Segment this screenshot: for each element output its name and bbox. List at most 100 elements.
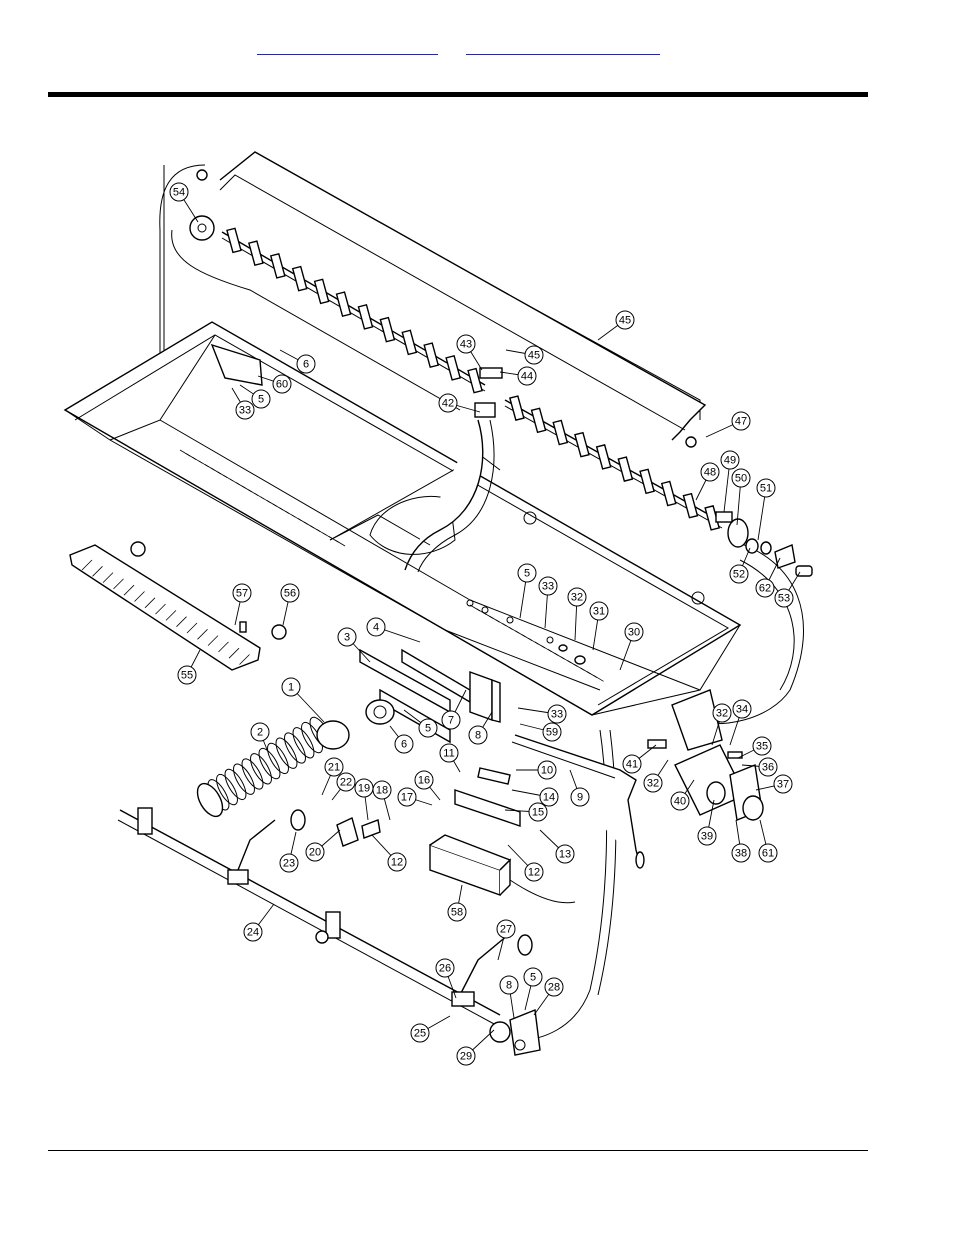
callout-c27: 27 bbox=[496, 919, 516, 939]
callout-label: 38 bbox=[735, 848, 747, 860]
callout-label: 50 bbox=[735, 473, 747, 485]
callout-label: 29 bbox=[460, 1051, 472, 1063]
callout-c56: 56 bbox=[280, 583, 300, 603]
callout-c24: 24 bbox=[243, 922, 263, 942]
callout-c43: 43 bbox=[456, 334, 476, 354]
callout-c1: 1 bbox=[281, 677, 301, 697]
auger-lower bbox=[504, 395, 723, 531]
callout-label: 57 bbox=[236, 588, 248, 600]
callout-label: 13 bbox=[559, 849, 571, 861]
callout-label: 5 bbox=[524, 568, 530, 580]
callout-c57: 57 bbox=[232, 583, 252, 603]
callout-label: 51 bbox=[760, 483, 772, 495]
callout-label: 33 bbox=[239, 405, 251, 417]
callout-c59: 59 bbox=[542, 722, 562, 742]
callout-label: 42 bbox=[442, 398, 454, 410]
callout-c10: 10 bbox=[537, 760, 557, 780]
side-bracket bbox=[210, 343, 263, 386]
callout-c20: 20 bbox=[305, 842, 325, 862]
callout-c32a: 32 bbox=[567, 587, 587, 607]
callout-label: 31 bbox=[593, 606, 605, 618]
callout-c4: 4 bbox=[366, 617, 386, 637]
callout-c30: 30 bbox=[624, 622, 644, 642]
callout-label: 3 bbox=[344, 632, 350, 644]
callout-label: 30 bbox=[628, 627, 640, 639]
callout-c15: 15 bbox=[528, 802, 548, 822]
callout-c33b: 33 bbox=[538, 576, 558, 596]
callout-c32c: 32 bbox=[712, 703, 732, 723]
callout-label: 27 bbox=[500, 924, 512, 936]
callout-label: 40 bbox=[674, 796, 686, 808]
callout-c22: 22 bbox=[336, 772, 356, 792]
callout-c21: 21 bbox=[324, 757, 344, 777]
callout-c6a: 6 bbox=[296, 354, 316, 374]
callout-label: 5 bbox=[425, 723, 431, 735]
callout-c48: 48 bbox=[700, 462, 720, 482]
callout-c52: 52 bbox=[729, 564, 749, 584]
callout-label: 17 bbox=[401, 792, 413, 804]
callout-c16: 16 bbox=[414, 770, 434, 790]
callout-c5c: 5 bbox=[418, 718, 438, 738]
callout-c8b: 8 bbox=[499, 975, 519, 995]
callout-label: 2 bbox=[257, 727, 263, 739]
callout-label: 24 bbox=[247, 927, 259, 939]
sprocket-54 bbox=[189, 215, 215, 241]
callout-label: 60 bbox=[276, 379, 288, 391]
callout-label: 36 bbox=[762, 762, 774, 774]
callout-c55: 55 bbox=[177, 665, 197, 685]
callout-c44: 44 bbox=[517, 366, 537, 386]
callout-c50: 50 bbox=[731, 468, 751, 488]
callout-label: 8 bbox=[475, 730, 481, 742]
shaft-24 bbox=[119, 809, 501, 1016]
callout-label: 33 bbox=[542, 581, 554, 593]
bracket-20 bbox=[336, 817, 359, 847]
callout-label: 55 bbox=[181, 670, 193, 682]
cap-53 bbox=[795, 565, 813, 577]
arm-15 bbox=[454, 789, 521, 827]
callout-c7: 7 bbox=[441, 710, 461, 730]
callout-c60: 60 bbox=[272, 374, 292, 394]
callout-label: 18 bbox=[376, 785, 388, 797]
rod-end-cap bbox=[196, 169, 208, 181]
callout-c29: 29 bbox=[456, 1046, 476, 1066]
callout-label: 10 bbox=[541, 765, 553, 777]
callout-label: 12 bbox=[528, 867, 540, 879]
header-link-1[interactable] bbox=[257, 40, 438, 55]
flange-50 bbox=[727, 518, 749, 548]
callout-label: 9 bbox=[577, 792, 583, 804]
callout-label: 16 bbox=[418, 775, 430, 787]
callout-label: 47 bbox=[735, 416, 747, 428]
callout-c62: 62 bbox=[755, 578, 775, 598]
gear-arm-23 bbox=[237, 819, 276, 871]
callout-label: 32 bbox=[647, 778, 659, 790]
collar-61 bbox=[742, 795, 764, 821]
clamp-1 bbox=[316, 720, 350, 750]
callout-c6b: 6 bbox=[394, 734, 414, 754]
callout-c26: 26 bbox=[435, 958, 455, 978]
callout-c23: 23 bbox=[279, 853, 299, 873]
gear-arm-27 bbox=[459, 934, 509, 996]
callout-c61: 61 bbox=[758, 843, 778, 863]
callout-c35: 35 bbox=[752, 736, 772, 756]
callout-label: 20 bbox=[309, 847, 321, 859]
callout-label: 58 bbox=[451, 907, 463, 919]
lever-14 bbox=[477, 767, 511, 785]
callout-label: 49 bbox=[724, 455, 736, 467]
callout-c2: 2 bbox=[250, 722, 270, 742]
bearing-29 bbox=[489, 1021, 511, 1043]
callout-label: 8 bbox=[506, 980, 512, 992]
callout-c32b: 32 bbox=[643, 773, 663, 793]
cover-rod bbox=[219, 151, 707, 441]
callout-label: 35 bbox=[756, 741, 768, 753]
callout-c9: 9 bbox=[570, 787, 590, 807]
callout-label: 54 bbox=[173, 187, 185, 199]
header-link-2[interactable] bbox=[466, 40, 660, 55]
callout-c33a: 33 bbox=[235, 400, 255, 420]
bearing-39 bbox=[706, 781, 726, 805]
callout-label: 39 bbox=[701, 831, 713, 843]
callout-label: 23 bbox=[283, 858, 295, 870]
callout-label: 7 bbox=[448, 715, 454, 727]
callout-label: 41 bbox=[626, 759, 638, 771]
callout-c5a: 5 bbox=[251, 389, 271, 409]
callout-label: 26 bbox=[439, 963, 451, 975]
